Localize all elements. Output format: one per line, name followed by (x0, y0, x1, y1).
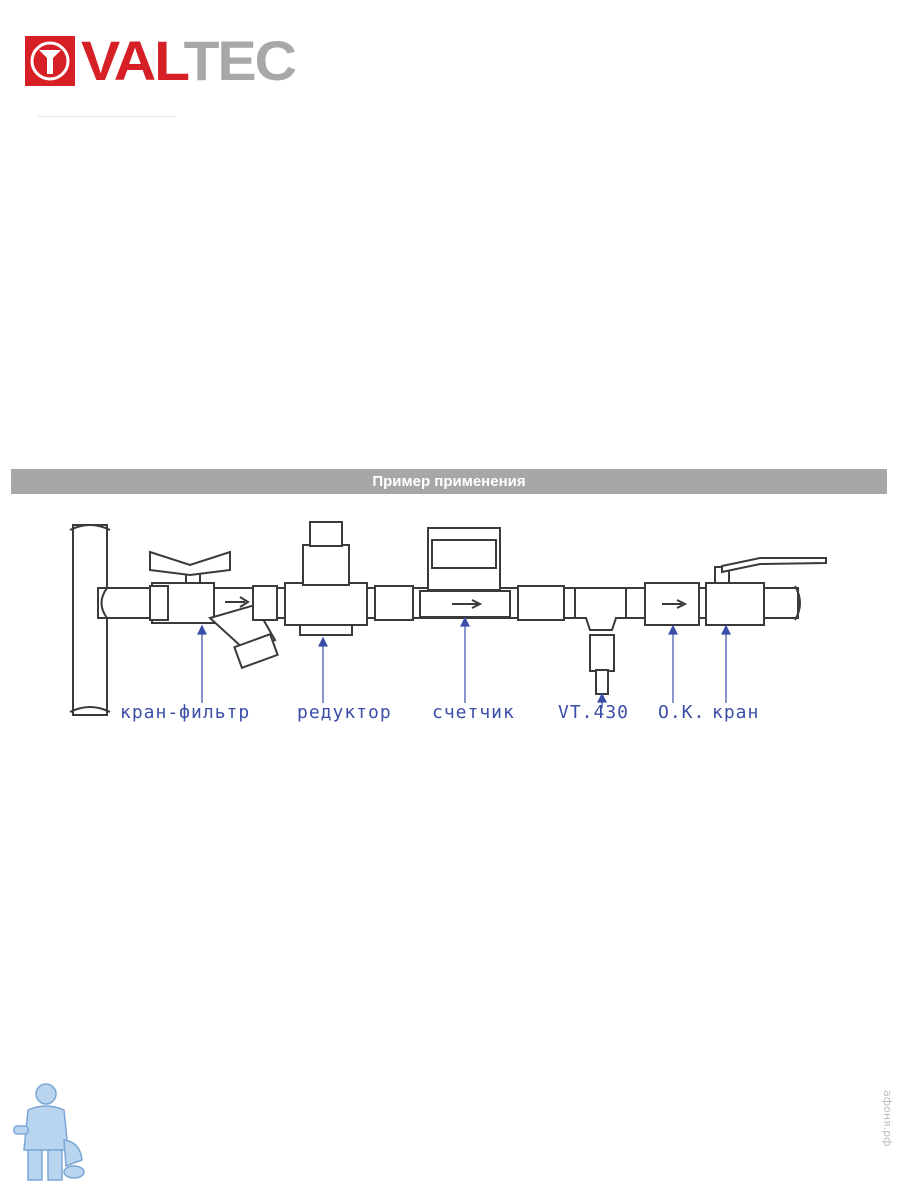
riser-top-cut (69, 524, 111, 531)
plumber-mascot-icon (13, 1083, 85, 1181)
tee-body (574, 587, 627, 631)
union-1 (252, 585, 278, 621)
brand-name-red: VAL (81, 29, 186, 92)
filter-valve-butterfly-handle (149, 550, 231, 577)
filter-valve-strainer-cap (233, 632, 279, 670)
pointer-vt430-head (597, 692, 607, 703)
section-title: Пример применения (372, 473, 526, 490)
label-check-valve: О.К. (658, 702, 706, 723)
section-header: Пример применения (11, 469, 887, 494)
check-valve-body (644, 582, 700, 626)
reducer-bottom (299, 624, 353, 636)
riser-branch (100, 587, 108, 619)
pointer-meter-head (460, 616, 470, 627)
flow-arrow-1 (225, 596, 250, 608)
riser-bottom-cut (69, 706, 111, 713)
tee-drain-nozzle (595, 669, 609, 695)
pointer-check-valve-head (668, 624, 678, 635)
pointer-filter-valve-head (197, 624, 207, 635)
watermark: афоня.рф (881, 1090, 894, 1147)
ball-valve-lever-handle (721, 557, 827, 574)
reducer-cap (309, 521, 343, 547)
ball-valve-body (705, 582, 765, 626)
union-3 (517, 585, 565, 621)
brand-name: VALTEC (81, 33, 297, 89)
brand-name-grey: TEC (183, 29, 297, 92)
label-filter-valve: кран-фильтр (120, 702, 251, 723)
label-reducer: редуктор (297, 702, 392, 723)
installation-diagram (69, 521, 827, 716)
riser-pipe (72, 524, 108, 716)
tee-drain (589, 634, 615, 672)
label-ball-valve: кран (712, 702, 760, 723)
valtec-logo-icon (25, 36, 75, 86)
flow-arrow-3 (662, 599, 688, 609)
pointer-reducer-head (318, 636, 328, 647)
reducer-bonnet (302, 544, 350, 586)
label-meter: счетчик (432, 702, 515, 723)
reducer-body (284, 582, 368, 626)
label-vt430: VT.430 (558, 702, 630, 723)
main-pipe-end-cut (794, 585, 801, 621)
brand-logo: VALTEC (25, 33, 297, 89)
header-divider (38, 116, 176, 117)
pointer-ball-valve-head (721, 624, 731, 635)
flow-arrow-2 (452, 599, 483, 609)
filter-valve-nut (149, 585, 169, 621)
union-2 (374, 585, 414, 621)
meter-dial (431, 539, 497, 569)
